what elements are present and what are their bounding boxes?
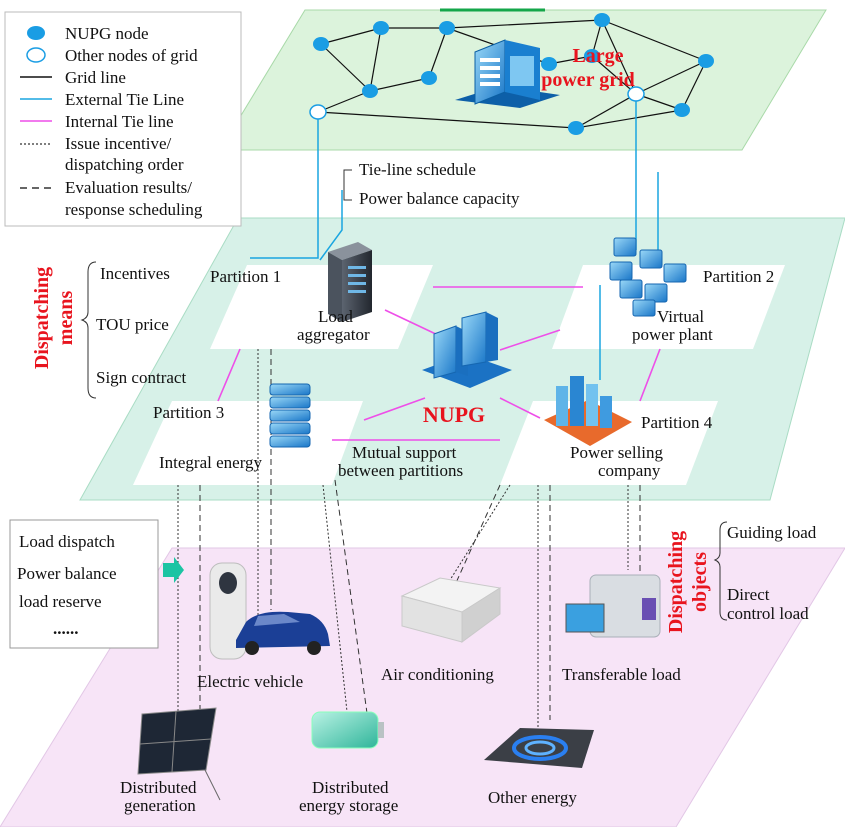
load-aggregator-server-icon bbox=[328, 242, 372, 322]
legend-nupg-node-marker bbox=[27, 26, 45, 40]
vpp-label-1: Virtual bbox=[657, 307, 704, 326]
distributed-generation-label-1: Distributed bbox=[120, 778, 197, 797]
nupg-node bbox=[313, 37, 329, 51]
nupg-node bbox=[584, 49, 600, 63]
partition-2-label: Partition 2 bbox=[703, 267, 774, 286]
box-arrow-icon bbox=[163, 557, 184, 583]
dispatching-means-title-1: Dispatching bbox=[31, 267, 53, 369]
nupg-node bbox=[674, 103, 690, 117]
partition-1-label: Partition 1 bbox=[210, 267, 281, 286]
direct-control-label-1: Direct bbox=[727, 585, 770, 604]
legend-nupg-node: NUPG node bbox=[65, 24, 149, 43]
other-node bbox=[627, 86, 645, 102]
vpp-server-cluster-icon bbox=[609, 237, 687, 317]
nupg-node bbox=[362, 84, 378, 98]
load-reserve-item: load reserve bbox=[19, 592, 102, 611]
power-balance-capacity-text: Power balance capacity bbox=[359, 189, 520, 208]
dispatching-means-title-2: means bbox=[55, 291, 77, 346]
guiding-load-label: Guiding load bbox=[727, 523, 817, 542]
dispatching-means-brace bbox=[80, 261, 97, 399]
other-node bbox=[309, 104, 327, 120]
ev-charger-icon bbox=[209, 562, 247, 660]
load-aggregator-label-2: aggregator bbox=[297, 325, 370, 344]
psc-label-2: company bbox=[598, 461, 661, 480]
load-dispatch-item: Load dispatch bbox=[19, 532, 115, 551]
dispatch-lines-dotted bbox=[177, 349, 629, 760]
nupg-node bbox=[373, 21, 389, 35]
ellipsis-item: ...... bbox=[53, 619, 79, 638]
legend-eval-2: response scheduling bbox=[65, 200, 203, 219]
nupg-title: NUPG bbox=[423, 402, 485, 427]
solar-panel-icon bbox=[137, 707, 221, 801]
mutual-support-label-2: between partitions bbox=[338, 461, 463, 480]
legend-internal-tie: Internal Tie line bbox=[65, 112, 174, 131]
nupg-nodes bbox=[313, 13, 714, 135]
electric-vehicle-label: Electric vehicle bbox=[197, 672, 303, 691]
direct-control-label-2: control load bbox=[727, 604, 809, 623]
large-grid-title-1: Large bbox=[572, 45, 623, 67]
nupg-server-icon bbox=[422, 311, 512, 388]
integral-energy-label: Integral energy bbox=[159, 453, 263, 472]
energy-storage-battery-icon bbox=[311, 711, 384, 749]
other-grid-nodes bbox=[309, 86, 645, 120]
distributed-storage-label-2: energy storage bbox=[299, 796, 398, 815]
integral-energy-server-icon bbox=[269, 383, 311, 448]
schedule-bracket bbox=[343, 169, 352, 201]
legend-grid-line: Grid line bbox=[65, 68, 126, 87]
means-tou-price: TOU price bbox=[96, 315, 169, 334]
legend-issue-1: Issue incentive/ bbox=[65, 134, 171, 153]
large-grid-title-2: power grid bbox=[541, 69, 635, 91]
power-selling-city-icon bbox=[544, 376, 632, 446]
legend-external-tie: External Tie Line bbox=[65, 90, 184, 109]
transferable-load-label: Transferable load bbox=[562, 665, 681, 684]
nupg-node bbox=[439, 21, 455, 35]
load-aggregator-label-1: Load bbox=[318, 307, 353, 326]
internal-tie-lines bbox=[217, 286, 661, 441]
air-conditioner-icon bbox=[400, 577, 502, 643]
legend-other-node-marker bbox=[26, 47, 46, 63]
grid-lines bbox=[317, 19, 707, 129]
legend-issue-2: dispatching order bbox=[65, 155, 184, 174]
distributed-generation-label-2: generation bbox=[124, 796, 196, 815]
other-energy-label: Other energy bbox=[488, 788, 577, 807]
gas-stove-icon bbox=[484, 728, 594, 768]
partition-1-box bbox=[210, 265, 433, 349]
distributed-storage-label-1: Distributed bbox=[312, 778, 389, 797]
transferable-load-icon bbox=[565, 574, 661, 638]
nupg-node bbox=[594, 13, 610, 27]
legend-other-nodes: Other nodes of grid bbox=[65, 46, 198, 65]
partition-3-box bbox=[133, 401, 363, 485]
power-balance-item: Power balance bbox=[17, 564, 117, 583]
nupg-node bbox=[541, 57, 557, 71]
external-tie-lines bbox=[250, 94, 659, 380]
legend-eval-1: Evaluation results/ bbox=[65, 178, 192, 197]
nupg-node bbox=[421, 71, 437, 85]
dispatching-objects-title-1: Dispatching bbox=[665, 531, 687, 633]
tie-line-schedule-text: Tie-line schedule bbox=[359, 160, 476, 179]
psc-label-1: Power selling bbox=[570, 443, 664, 462]
means-incentives: Incentives bbox=[100, 264, 170, 283]
air-conditioning-label: Air conditioning bbox=[381, 665, 494, 684]
partition-3-label: Partition 3 bbox=[153, 403, 224, 422]
partition-2-box bbox=[552, 265, 785, 349]
means-sign-contract: Sign contract bbox=[96, 368, 186, 387]
mutual-support-label-1: Mutual support bbox=[352, 443, 457, 462]
dispatching-objects-brace bbox=[713, 521, 728, 621]
nupg-node bbox=[698, 54, 714, 68]
legend: NUPG node Other nodes of grid Grid line … bbox=[4, 11, 242, 227]
electric-car-icon bbox=[236, 611, 330, 655]
large-grid-server-icon bbox=[455, 39, 560, 108]
partition-4-label: Partition 4 bbox=[641, 413, 713, 432]
vpp-label-2: power plant bbox=[632, 325, 713, 344]
load-dispatch-box bbox=[9, 519, 159, 649]
dispatching-objects-title-2: objects bbox=[689, 552, 711, 612]
nupg-node bbox=[568, 121, 584, 135]
